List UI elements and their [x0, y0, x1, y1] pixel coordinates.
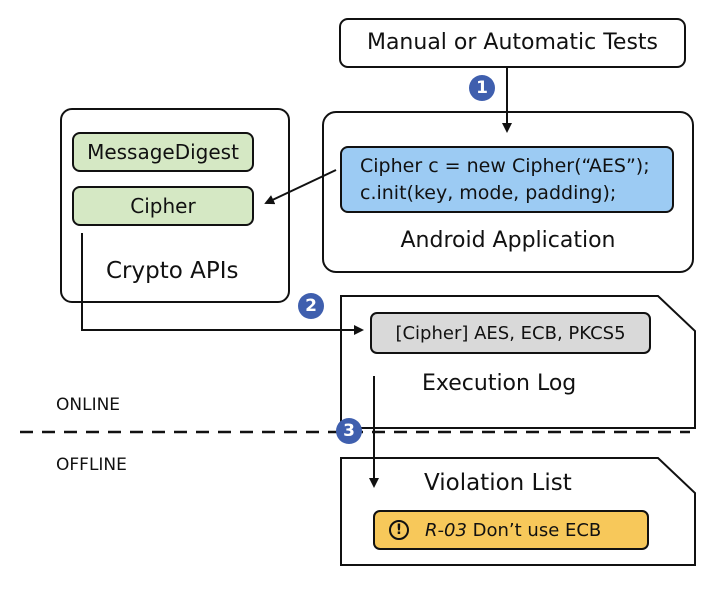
violation-item: ! R-03 Don’t use ECB — [373, 510, 649, 550]
violation-rule-id: R-03 — [425, 519, 467, 541]
cipher-item: Cipher — [72, 186, 254, 226]
offline-label: OFFLINE — [56, 455, 127, 475]
execution-log-entry-text: [Cipher] AES, ECB, PKCS5 — [395, 322, 626, 344]
code-snippet: Cipher c = new Cipher(“AES”); c.init(key… — [340, 146, 674, 213]
android-app-box: Cipher c = new Cipher(“AES”); c.init(key… — [322, 111, 694, 273]
message-digest-label: MessageDigest — [87, 140, 239, 164]
android-app-title: Android Application — [400, 228, 616, 253]
warning-icon: ! — [389, 520, 409, 540]
violation-text: R-03 Don’t use ECB — [425, 520, 601, 541]
violation-rule-text: Don’t use ECB — [466, 519, 602, 541]
online-label: ONLINE — [56, 395, 121, 415]
step-2-badge: 2 — [298, 293, 324, 319]
crypto-apis-title: Crypto APIs — [106, 258, 239, 284]
arrow-app-to-crypto — [264, 169, 337, 205]
crypto-apis-box: MessageDigest Cipher Crypto APIs — [60, 108, 290, 303]
code-line-2: c.init(key, mode, padding); — [360, 181, 617, 204]
step-3-badge: 3 — [336, 418, 362, 444]
step-1-badge: 1 — [469, 75, 495, 101]
violation-list-title: Violation List — [424, 470, 572, 496]
arrow-cipher-to-log — [81, 233, 364, 335]
message-digest-item: MessageDigest — [72, 132, 254, 172]
tests-box: Manual or Automatic Tests — [339, 18, 686, 68]
execution-log-title: Execution Log — [422, 371, 577, 396]
code-line-1: Cipher c = new Cipher(“AES”); — [360, 154, 650, 177]
tests-label: Manual or Automatic Tests — [366, 30, 659, 55]
execution-log-entry: [Cipher] AES, ECB, PKCS5 — [370, 312, 651, 354]
cipher-label: Cipher — [130, 194, 196, 218]
